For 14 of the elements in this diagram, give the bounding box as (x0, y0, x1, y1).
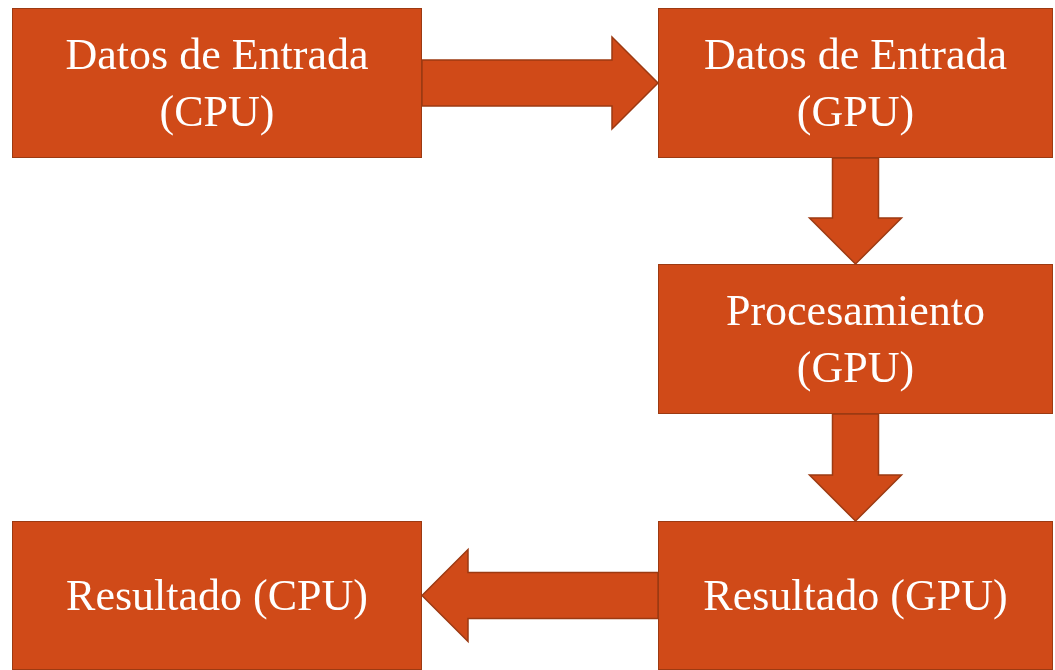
box-label: Resultado (CPU) (65, 570, 369, 622)
block-arrow (421, 35, 660, 131)
process-box (658, 521, 1053, 670)
block-arrow (420, 547, 659, 644)
box-label: Resultado (GPU) (702, 570, 1009, 622)
process-box (12, 521, 422, 670)
process-box (658, 264, 1053, 414)
box-label: Procesamiento (GPU) (724, 285, 986, 394)
process-box (12, 8, 422, 158)
box-label: Datos de Entrada (GPU) (703, 29, 1008, 138)
box-label: Datos de Entrada (CPU) (64, 29, 370, 138)
block-arrow (807, 157, 904, 266)
block-arrow (807, 413, 904, 523)
process-box (658, 8, 1053, 158)
